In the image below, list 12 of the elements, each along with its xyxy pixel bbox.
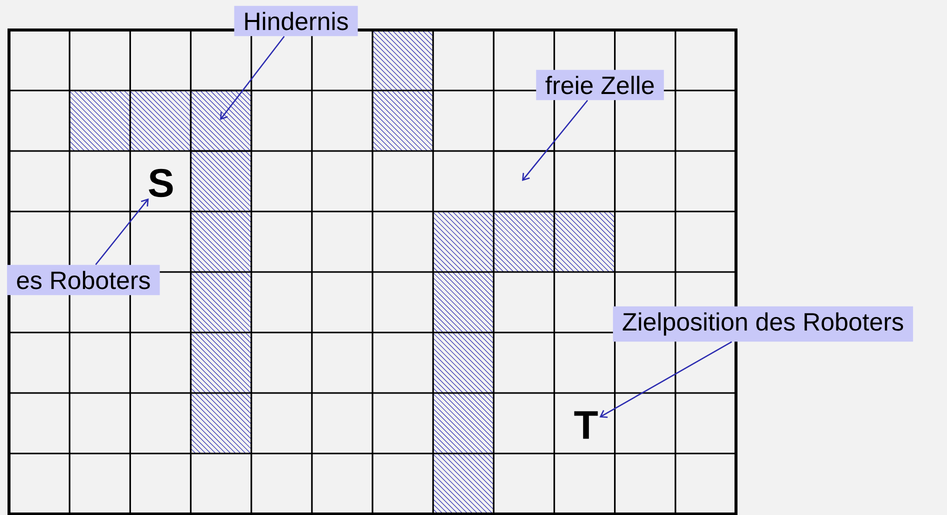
leader-arrow bbox=[599, 341, 732, 418]
leader-arrow bbox=[220, 36, 285, 120]
callout-label: Hindernis bbox=[234, 6, 358, 36]
callout-label: Zielposition des Roboters bbox=[612, 306, 914, 342]
callout-label: freie Zelle bbox=[536, 70, 664, 100]
leader-arrow bbox=[95, 198, 149, 266]
position-letter: S bbox=[148, 168, 173, 198]
obstacle-cell bbox=[190, 90, 252, 152]
position-letter: T bbox=[574, 411, 598, 439]
callout-label: es Roboters bbox=[7, 264, 160, 296]
free-cell bbox=[492, 150, 556, 212]
leader-arrow bbox=[522, 100, 588, 181]
